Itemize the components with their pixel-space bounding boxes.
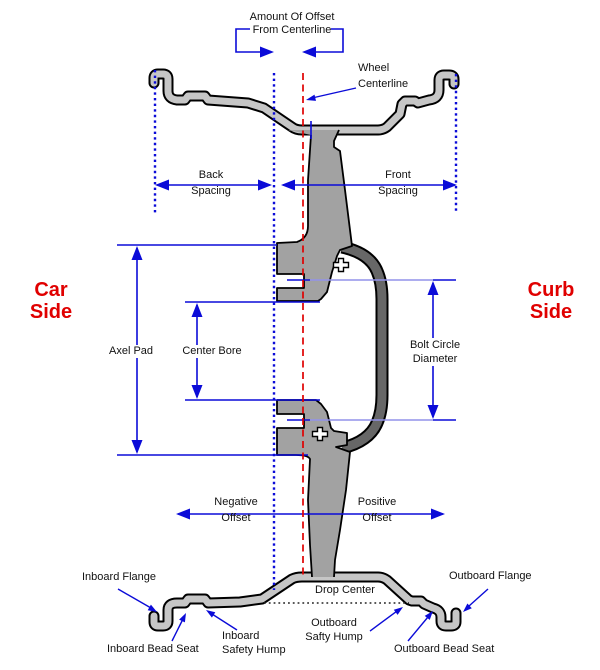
upper-spoke-and-pad	[276, 129, 353, 302]
back-spacing-label: Back Spacing	[191, 169, 231, 197]
offset-callout-bracket	[235, 28, 344, 58]
positive-offset-label: Positive Offset	[357, 496, 397, 524]
front-spacing-arrow	[281, 121, 457, 191]
outboard-bead-seat-label: Outboard Bead Seat	[394, 643, 495, 655]
car-side-label: Car Side	[29, 279, 73, 323]
outboard-bead-seat-arrow	[407, 611, 433, 642]
inboard-flange-arrow	[117, 588, 157, 612]
drop-center-label: Drop Center	[315, 584, 375, 596]
lower-spoke-and-pad	[276, 399, 351, 578]
center-bore-label: Center Bore	[180, 345, 244, 358]
hub-drum	[340, 240, 389, 455]
wheel-cross-section	[148, 68, 462, 632]
offset-direction-arrow	[176, 508, 445, 520]
bolt-circle-label: Bolt Circle Diameter	[407, 338, 463, 366]
outboard-safty-hump-label: Outboard Safty Hump	[305, 617, 363, 643]
offset-callout-label: Amount Of Offset From Centerline	[249, 11, 335, 36]
inboard-flange-label: Inboard Flange	[82, 571, 156, 583]
inboard-safety-hump-arrow	[206, 610, 238, 631]
center-bore-dimension	[185, 301, 320, 401]
outboard-flange-arrow	[463, 588, 489, 612]
bottom-rim-barrel	[148, 571, 462, 632]
wheel-centerline-arrow	[306, 87, 357, 101]
top-rim-barrel	[148, 68, 460, 136]
wheel-centerline-label: Wheel Centerline	[358, 62, 409, 90]
inboard-bead-seat-label: Inboard Bead Seat	[107, 643, 199, 655]
outboard-flange-label: Outboard Flange	[449, 570, 532, 582]
upper-lug-hole-icon	[332, 257, 350, 273]
negative-offset-label: Negative Offset	[214, 496, 258, 524]
inboard-bead-seat-arrow	[171, 613, 186, 642]
outboard-safty-hump-arrow	[369, 607, 403, 632]
lower-lug-hole-icon	[311, 426, 329, 442]
back-spacing-arrow	[155, 179, 272, 191]
curb-side-label: Curb Side	[527, 279, 575, 323]
inboard-safety-hump-label: Inboard Safety Hump	[222, 630, 286, 656]
axel-pad-label: Axel Pad	[106, 345, 156, 358]
front-spacing-label: Front Spacing	[378, 169, 418, 197]
